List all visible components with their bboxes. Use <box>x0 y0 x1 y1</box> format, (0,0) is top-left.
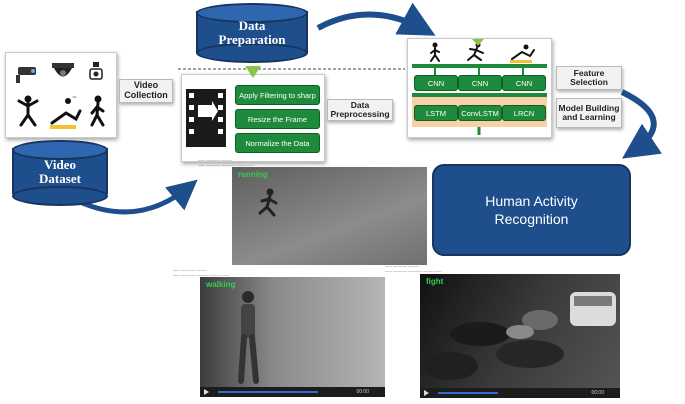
running-person-silhouette <box>258 188 278 217</box>
data-preparation-line1: Data <box>238 18 266 33</box>
walking-progress-bar[interactable] <box>218 391 318 393</box>
video-dataset-line1: Video <box>43 157 77 172</box>
running-video-meta: —— ———— ——— —— ———— ———— ——— —— <box>198 158 255 167</box>
fight-activity-label: fight <box>426 277 444 286</box>
har-line2: Recognition <box>494 211 569 227</box>
collection-icons: ~ <box>16 62 105 129</box>
data-preparation-cylinder: Data Preparation <box>196 3 308 63</box>
walking-time: 00:00 <box>356 389 369 395</box>
feature-selection-label: Feature Selection <box>556 66 622 90</box>
lrcn-block: LRCN <box>502 105 546 121</box>
data-preparation-line2: Preparation <box>218 32 286 48</box>
walking-video-controls[interactable]: 00:00 <box>200 387 385 397</box>
video-camera-icon <box>89 62 103 80</box>
jumping-person-icon <box>17 95 39 127</box>
model-arrow-icon <box>472 39 484 46</box>
preprocess-arrow-icon <box>245 66 261 78</box>
step-normalize-data: Normalize the Data <box>235 133 320 153</box>
model-panel: CNN CNN CNN LSTM ConvLSTM LRCN <box>407 38 552 138</box>
video-dataset-cylinder: Video Dataset <box>12 140 108 206</box>
running-activity-label: running <box>238 170 268 179</box>
fight-progress-bar[interactable] <box>438 392 498 394</box>
walking-activity-label: walking <box>206 280 236 289</box>
cctv-camera-icon <box>16 67 36 83</box>
arrow-to-model <box>316 2 436 36</box>
step-resize-frame: Resize the Frame <box>235 109 320 129</box>
svg-text:~: ~ <box>72 94 77 101</box>
fight-video-frame: fight 00:00 <box>420 274 620 398</box>
lstm-block: LSTM <box>414 105 458 121</box>
arrow-to-har <box>620 89 662 159</box>
video-collection-label: Video Collection <box>119 79 173 103</box>
cnn-block-2: CNN <box>458 75 502 91</box>
walking-person-icon <box>90 95 105 127</box>
fallen-person-icon: ~ <box>50 94 82 129</box>
step-apply-filtering: Apply Filtering to sharp <box>235 85 320 105</box>
walking-video-meta: —— ———— ——— —— ———— ———— ——— —— <box>173 268 230 277</box>
har-line1: Human Activity <box>485 192 578 209</box>
video-dataset-line2: Dataset <box>39 171 81 187</box>
har-box: Human Activity Recognition <box>432 164 631 256</box>
data-preprocessing-label: Data Preprocessing <box>327 99 393 121</box>
model-building-label: Model Building and Learning <box>556 98 622 128</box>
arrow-dataset-to-preprocess <box>79 179 198 215</box>
fallen-person-icon <box>510 44 535 63</box>
film-strip-icon <box>186 89 226 147</box>
fight-video-meta: —— ———— ——— —— ———— ———— ——— —— <box>385 264 442 273</box>
walking-person-silhouette <box>238 291 259 384</box>
play-icon[interactable] <box>204 389 209 395</box>
dome-camera-icon <box>52 63 74 77</box>
cnn-block-1: CNN <box>414 75 458 91</box>
running-video-frame: running <box>232 167 427 265</box>
play-icon[interactable] <box>424 390 429 396</box>
fight-video-controls[interactable]: 00:00 <box>420 388 620 398</box>
cnn-block-3: CNN <box>502 75 546 91</box>
walking-video-frame: walking 00:00 <box>200 277 385 397</box>
walking-person-icon <box>430 42 440 62</box>
preprocessing-panel: Apply Filtering to sharp Resize the Fram… <box>181 74 325 162</box>
convlstm-block: ConvLSTM <box>458 105 502 121</box>
fight-time: 00:00 <box>591 390 604 396</box>
fight-scene <box>422 292 616 380</box>
video-collection-panel: ~ <box>5 52 117 138</box>
running-person-icon <box>467 42 484 61</box>
